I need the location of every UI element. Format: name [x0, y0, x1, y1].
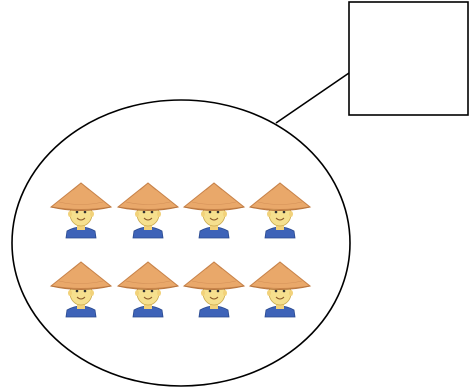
- farmer-icon: [117, 182, 179, 239]
- answer-box: [348, 1, 469, 116]
- farmer-icon: [249, 182, 311, 239]
- figure-row-2: [50, 261, 311, 318]
- farmer-icon: [183, 261, 245, 318]
- farmer-icon: [50, 182, 112, 239]
- farmer-icon: [249, 261, 311, 318]
- farmer-icon: [117, 261, 179, 318]
- set-ellipse: [11, 99, 351, 387]
- connector-line: [275, 72, 350, 124]
- farmer-icon: [50, 261, 112, 318]
- farmer-icon: [183, 182, 245, 239]
- figure-row-1: [50, 182, 311, 239]
